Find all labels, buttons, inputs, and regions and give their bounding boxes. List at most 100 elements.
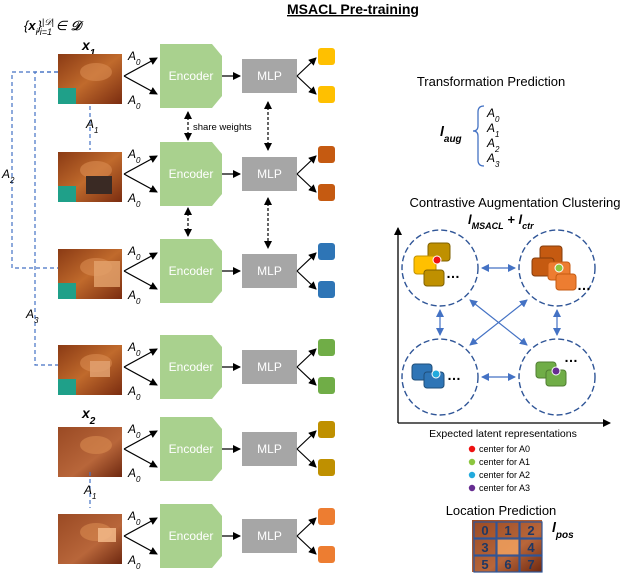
encoder-block (160, 417, 222, 481)
aug-label-a0: A0 (127, 384, 141, 402)
mlp-block (242, 350, 297, 384)
location-loss: lpos (552, 519, 574, 541)
location-cell (473, 538, 497, 556)
location-cell (519, 521, 543, 539)
mlp-label: MLP (257, 167, 282, 181)
legend-dot (468, 445, 476, 453)
location-cell (496, 538, 520, 556)
aug-label-a0: A0 (127, 49, 141, 67)
location-cell-label: 3 (481, 540, 488, 555)
encoder-label: Encoder (169, 264, 214, 278)
svg-text:…: … (564, 349, 578, 365)
encoder-block (160, 504, 222, 568)
share-weights-arrows (184, 101, 272, 249)
transformation-item: A1 (486, 121, 499, 139)
mlp-block (242, 254, 297, 288)
contrastive-title: Contrastive Augmentation Clustering (409, 195, 620, 210)
output-feature (318, 339, 335, 356)
encoder-label: Encoder (169, 360, 214, 374)
mlp-label: MLP (257, 69, 282, 83)
contrastive-loss: lMSACL + lctr (468, 212, 534, 231)
legend-dot (468, 484, 476, 492)
location-cell-label: 7 (527, 557, 534, 572)
output-feature (318, 86, 335, 103)
output-feature (318, 48, 335, 65)
endoscopy-image (58, 345, 122, 395)
location-cell (519, 555, 543, 573)
x-axis-label: Expected latent representations (429, 428, 577, 440)
svg-text:{xi}|𝒟|i=1 ∈ 𝒟: {xi}|𝒟|i=1 ∈ 𝒟 (24, 17, 84, 37)
transformation-brace (472, 105, 485, 167)
legend-label: center for A3 (479, 483, 530, 493)
svg-text:…: … (447, 367, 461, 383)
cluster-a2 (401, 338, 479, 416)
encoder-label: Encoder (169, 442, 214, 456)
augmentation-links (11, 71, 91, 508)
encoder-block (160, 44, 222, 108)
input-x2-label: x2 (81, 405, 96, 427)
link-label-a1-bottom: A1 (83, 483, 96, 501)
cluster-a0 (401, 229, 479, 307)
aug-label-a0: A0 (127, 288, 141, 306)
endoscopy-image (58, 249, 122, 299)
aug-label-a0: A0 (127, 191, 141, 209)
location-cell-label: 6 (504, 557, 511, 572)
mlp-block (242, 519, 297, 553)
legend-label: center for A1 (479, 457, 530, 467)
cluster-a0-samples: … (413, 242, 460, 287)
output-feature (318, 281, 335, 298)
location-cell-label: 0 (481, 523, 488, 538)
mlp-label: MLP (257, 360, 282, 374)
aug-label-a0: A0 (127, 509, 141, 527)
share-weights-label: share weights (193, 122, 252, 133)
svg-text:…: … (577, 277, 591, 293)
location-cell (473, 521, 497, 539)
link-label-a2: A2 (1, 167, 15, 185)
location-cell-label: 1 (504, 523, 511, 538)
transformation-title: Transformation Prediction (417, 74, 565, 89)
endoscopy-image (58, 514, 122, 564)
aug-label-a0: A0 (127, 422, 141, 440)
legend-dot (468, 458, 476, 466)
location-title: Location Prediction (446, 503, 557, 518)
aug-label-a0: A0 (127, 340, 141, 358)
aug-label-a0: A0 (127, 466, 141, 484)
encoder-block (160, 335, 222, 399)
mlp-block (242, 432, 297, 466)
transformation-item: A2 (486, 136, 500, 154)
mlp-label: MLP (257, 264, 282, 278)
cluster-a3 (518, 338, 596, 416)
dataset-label: {xi}|𝒟|i=1 ∈ 𝒟 (24, 17, 84, 37)
location-cell-label: 4 (527, 540, 535, 555)
transformation-loss: laug (440, 123, 462, 145)
output-feature (318, 243, 335, 260)
cluster-a3-samples: … (535, 349, 578, 387)
aug-label-a0: A0 (127, 147, 141, 165)
output-feature (318, 508, 335, 525)
diagram-title: MSACL Pre-training (287, 1, 419, 17)
encoder-block (160, 239, 222, 303)
legend-label: center for A0 (479, 444, 530, 454)
endoscopy-image (58, 54, 122, 104)
endoscopy-image (58, 152, 122, 202)
output-feature (318, 146, 335, 163)
link-label-a1-top: A1 (85, 117, 98, 135)
cluster-a1-samples: … (531, 245, 591, 293)
output-feature (318, 184, 335, 201)
aug-label-a0: A0 (127, 93, 141, 111)
link-label-a3: A3 (25, 307, 39, 325)
endoscopy-image (58, 427, 122, 477)
encoder-block (160, 142, 222, 206)
location-cell-label: 5 (481, 557, 488, 572)
mlp-label: MLP (257, 442, 282, 456)
output-feature (318, 421, 335, 438)
